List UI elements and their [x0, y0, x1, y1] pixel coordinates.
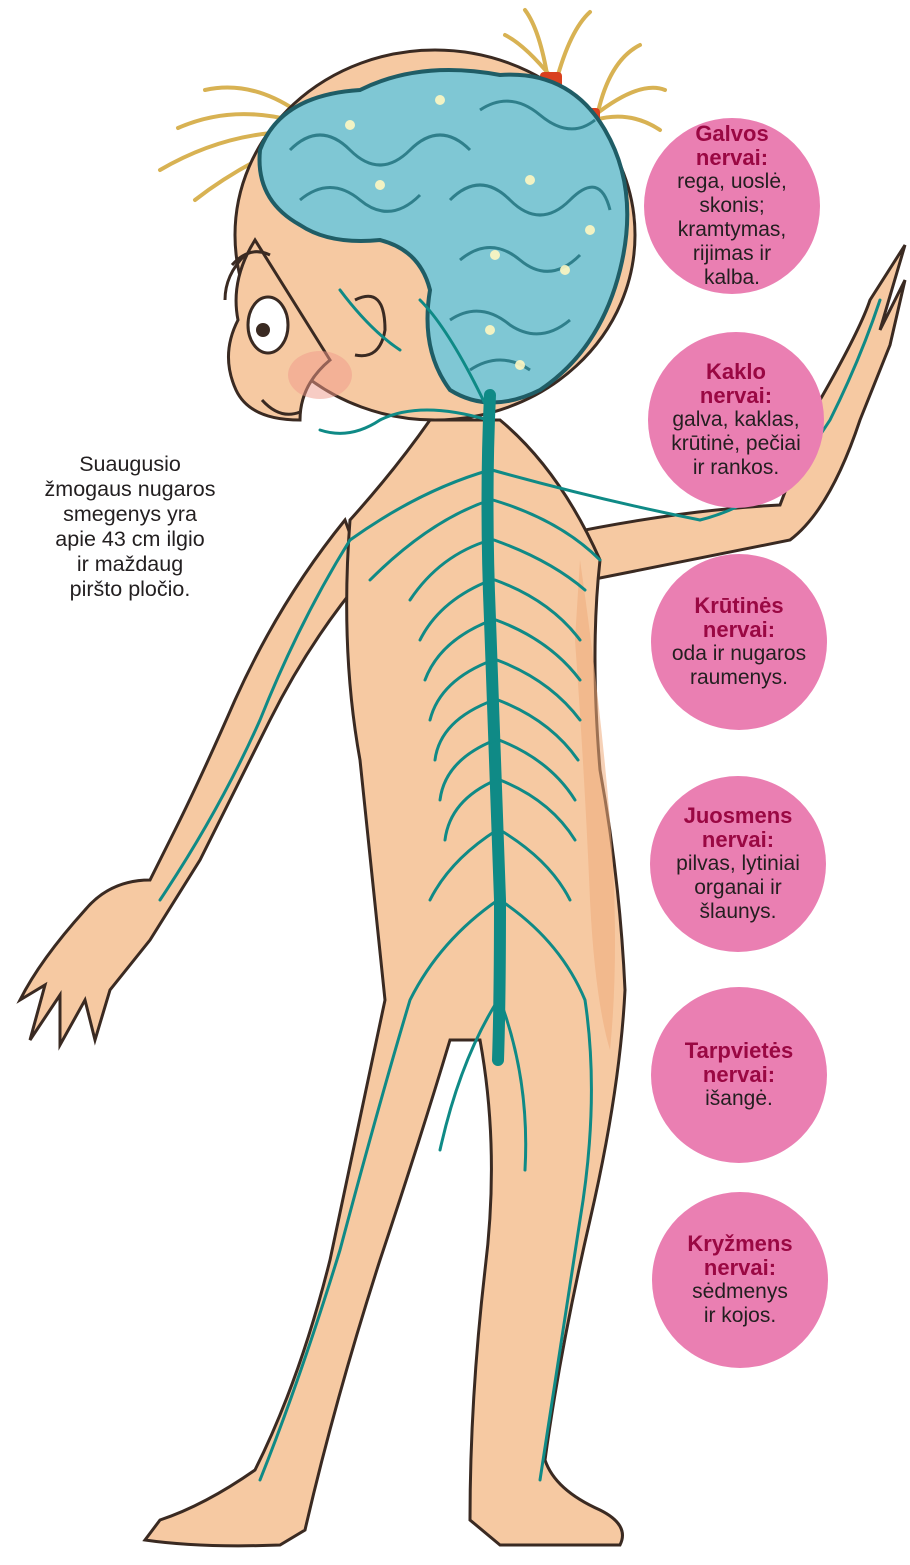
bubble-title: nervai:	[704, 1256, 776, 1280]
bubble-title: Kryžmens	[687, 1232, 792, 1256]
bubble-text: išangė.	[705, 1087, 773, 1111]
fact-line: smegenys yra	[4, 502, 256, 527]
bubble-cervical-nerves: Kaklo nervai: galva, kaklas, krūtinė, pe…	[648, 332, 824, 508]
bubble-text: skonis;	[699, 194, 764, 218]
bubble-title: nervai:	[702, 828, 774, 852]
fact-line: žmogaus nugaros	[4, 477, 256, 502]
bubble-text: kalba.	[704, 266, 760, 290]
bubble-title: nervai:	[703, 1063, 775, 1087]
bubble-lumbar-nerves: Juosmens nervai: pilvas, lytiniai organa…	[650, 776, 826, 952]
bubble-title: Krūtinės	[694, 594, 783, 618]
bubble-sacral-nerves: Kryžmens nervai: sėdmenys ir kojos.	[652, 1192, 828, 1368]
bubble-title: Galvos	[695, 122, 768, 146]
bubble-title: Kaklo	[706, 360, 766, 384]
bubble-text: ir rankos.	[693, 456, 779, 480]
bubble-title: Juosmens	[684, 804, 793, 828]
spinal-cord-fact: Suaugusio žmogaus nugaros smegenys yra a…	[4, 452, 256, 602]
bubble-perineal-nerves: Tarpvietės nervai: išangė.	[651, 987, 827, 1163]
bubble-text: oda ir nugaros	[672, 642, 806, 666]
bubble-cranial-nerves: Galvos nervai: rega, uoslė, skonis; kram…	[644, 118, 820, 294]
eye	[248, 297, 288, 353]
bubble-text: rega, uoslė,	[677, 170, 787, 194]
bubble-text: krūtinė, pečiai	[671, 432, 801, 456]
bubble-text: organai ir	[694, 876, 782, 900]
bubble-title: nervai:	[700, 384, 772, 408]
bubble-thoracic-nerves: Krūtinės nervai: oda ir nugaros raumenys…	[651, 554, 827, 730]
bubble-text: kramtymas,	[678, 218, 787, 242]
fact-line: ir maždaug	[4, 552, 256, 577]
bubble-text: šlaunys.	[699, 900, 776, 924]
fact-line: piršto pločio.	[4, 577, 256, 602]
bubble-title: nervai:	[696, 146, 768, 170]
bubble-text: raumenys.	[690, 666, 788, 690]
bubble-text: sėdmenys	[692, 1280, 788, 1304]
bubble-text: pilvas, lytiniai	[676, 852, 800, 876]
bubble-title: nervai:	[703, 618, 775, 642]
bubble-title: Tarpvietės	[685, 1039, 793, 1063]
bubble-text: galva, kaklas,	[672, 408, 799, 432]
bubble-text: rijimas ir	[693, 242, 771, 266]
fact-line: Suaugusio	[4, 452, 256, 477]
fact-line: apie 43 cm ilgio	[4, 527, 256, 552]
bubble-text: ir kojos.	[704, 1304, 776, 1328]
